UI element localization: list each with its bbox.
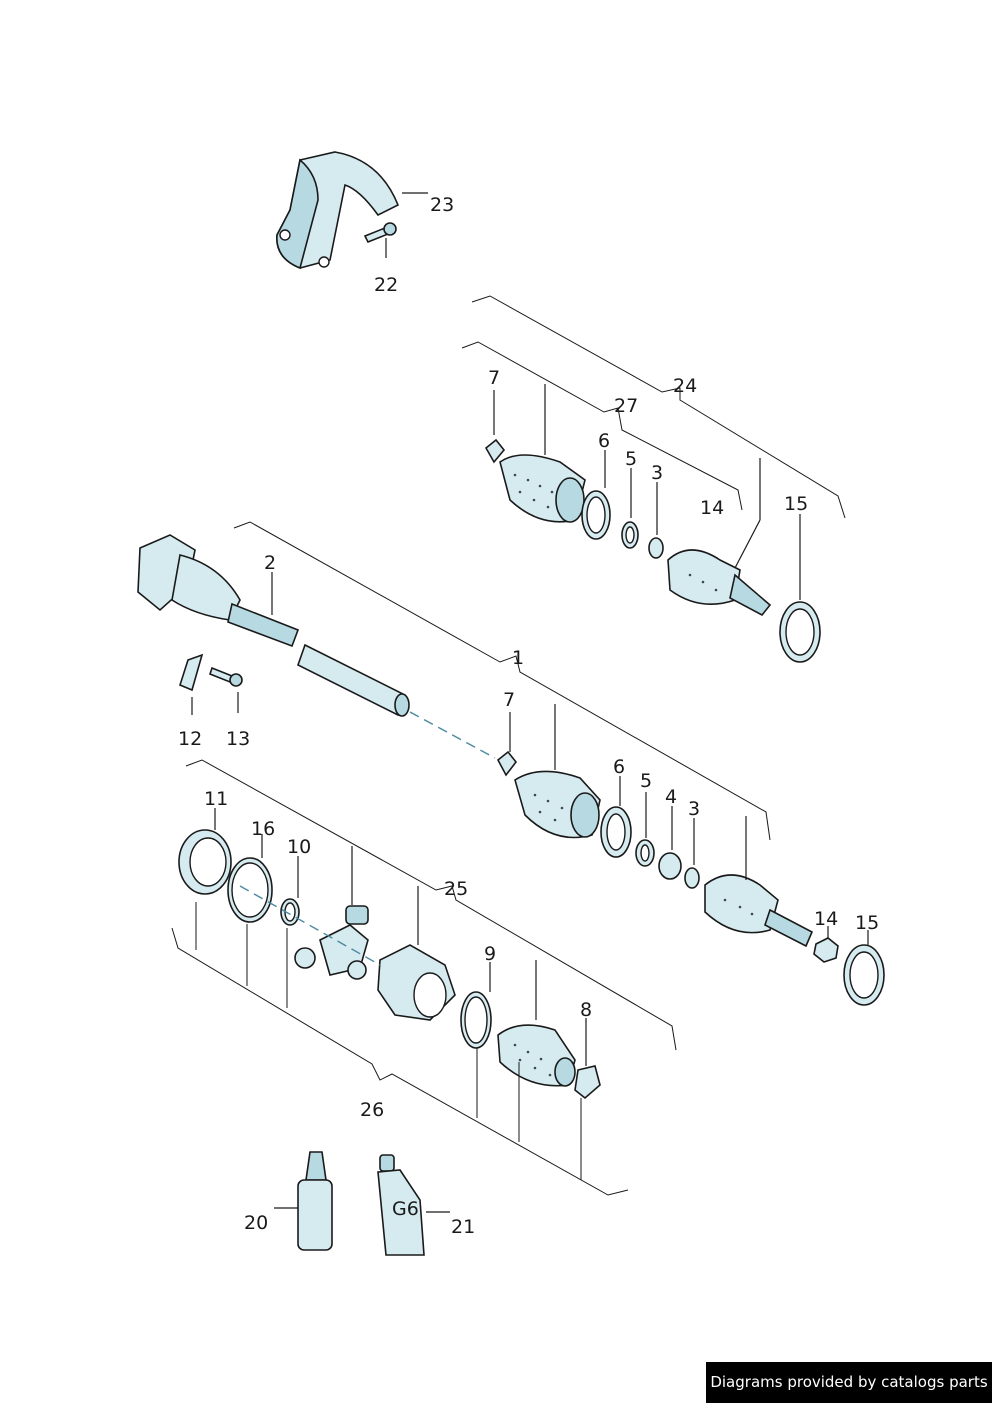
heat-shield (276, 151, 400, 270)
grease-tube: G6 (377, 1154, 425, 1256)
label-14-upper: 14 (700, 497, 724, 519)
lower-boot-dots (533, 793, 754, 916)
label-14-lower: 14 (814, 908, 838, 930)
upper-boot-dots (513, 473, 718, 592)
label-27: 27 (614, 395, 638, 417)
label-9: 9 (484, 943, 496, 965)
label-26: 26 (360, 1099, 384, 1121)
label-25: 25 (444, 878, 468, 900)
label-16: 16 (251, 818, 275, 840)
screw (209, 666, 243, 687)
label-5-upper: 5 (625, 448, 637, 470)
label-1: 1 (512, 647, 524, 669)
label-10: 10 (287, 836, 311, 858)
label-22: 22 (374, 274, 398, 296)
label-11: 11 (204, 788, 228, 810)
label-7-lower: 7 (503, 689, 515, 711)
label-7-upper: 7 (488, 367, 500, 389)
inner-boot-dots (513, 1043, 552, 1077)
label-6-upper: 6 (598, 430, 610, 452)
label-6-lower: 6 (613, 756, 625, 778)
label-8: 8 (580, 999, 592, 1021)
label-3-upper: 3 (651, 462, 663, 484)
bolt (363, 222, 397, 244)
upper-boot-assembly (484, 438, 821, 663)
tube-marking: G6 (392, 1198, 419, 1220)
label-2: 2 (264, 552, 276, 574)
grease-cartridge (297, 1151, 333, 1251)
credit-banner: Diagrams provided by catalogs parts (706, 1362, 992, 1403)
label-24: 24 (673, 375, 697, 397)
label-15-lower: 15 (855, 912, 879, 934)
inner-joint-kit (178, 829, 601, 1100)
label-21: 21 (451, 1216, 475, 1238)
label-5-lower: 5 (640, 770, 652, 792)
label-15-upper: 15 (784, 493, 808, 515)
label-4: 4 (665, 786, 677, 808)
label-3-lower: 3 (688, 798, 700, 820)
drive-shaft (137, 534, 410, 717)
label-20: 20 (244, 1212, 268, 1234)
label-13: 13 (226, 728, 250, 750)
label-12: 12 (178, 728, 202, 750)
lower-boot-assembly (496, 750, 885, 1006)
bracket-clip (179, 653, 204, 692)
label-23: 23 (430, 194, 454, 216)
